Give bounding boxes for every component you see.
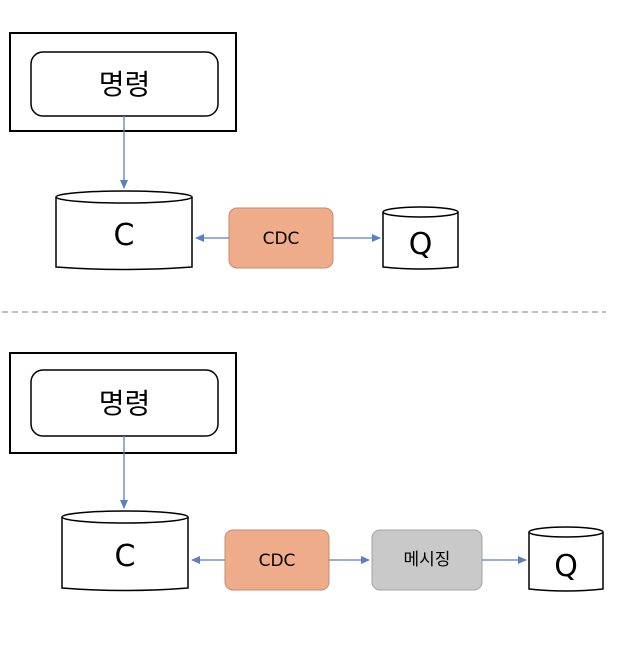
top-section: 명령 C CDC Q [9, 32, 459, 271]
top-c-database-label: C [114, 218, 135, 253]
bottom-q-database-label: Q [554, 549, 578, 584]
bottom-c-database-top [61, 510, 189, 524]
bottom-q-database: Q [528, 526, 604, 592]
bottom-cdc-label: CDC [259, 551, 296, 571]
top-c-database: C [55, 190, 193, 271]
top-q-database-body [382, 212, 459, 270]
bottom-messaging-label: 메시징 [404, 550, 451, 570]
bottom-c-database: C [61, 510, 189, 592]
top-c-database-top [55, 190, 193, 204]
bottom-q-database-body [528, 532, 604, 592]
top-cdc-label: CDC [263, 229, 300, 249]
top-q-database: Q [382, 206, 459, 270]
bottom-c-database-label: C [115, 539, 136, 574]
top-q-database-label: Q [409, 227, 433, 262]
top-c-database-body [55, 197, 193, 271]
top-command-label: 명령 [99, 68, 151, 101]
bottom-command-label: 명령 [99, 387, 151, 420]
bottom-q-database-top [528, 526, 604, 538]
bottom-c-database-body [61, 517, 189, 592]
bottom-section: 명령 C CDC 메시징 Q [9, 352, 604, 592]
top-q-database-top [382, 206, 459, 218]
